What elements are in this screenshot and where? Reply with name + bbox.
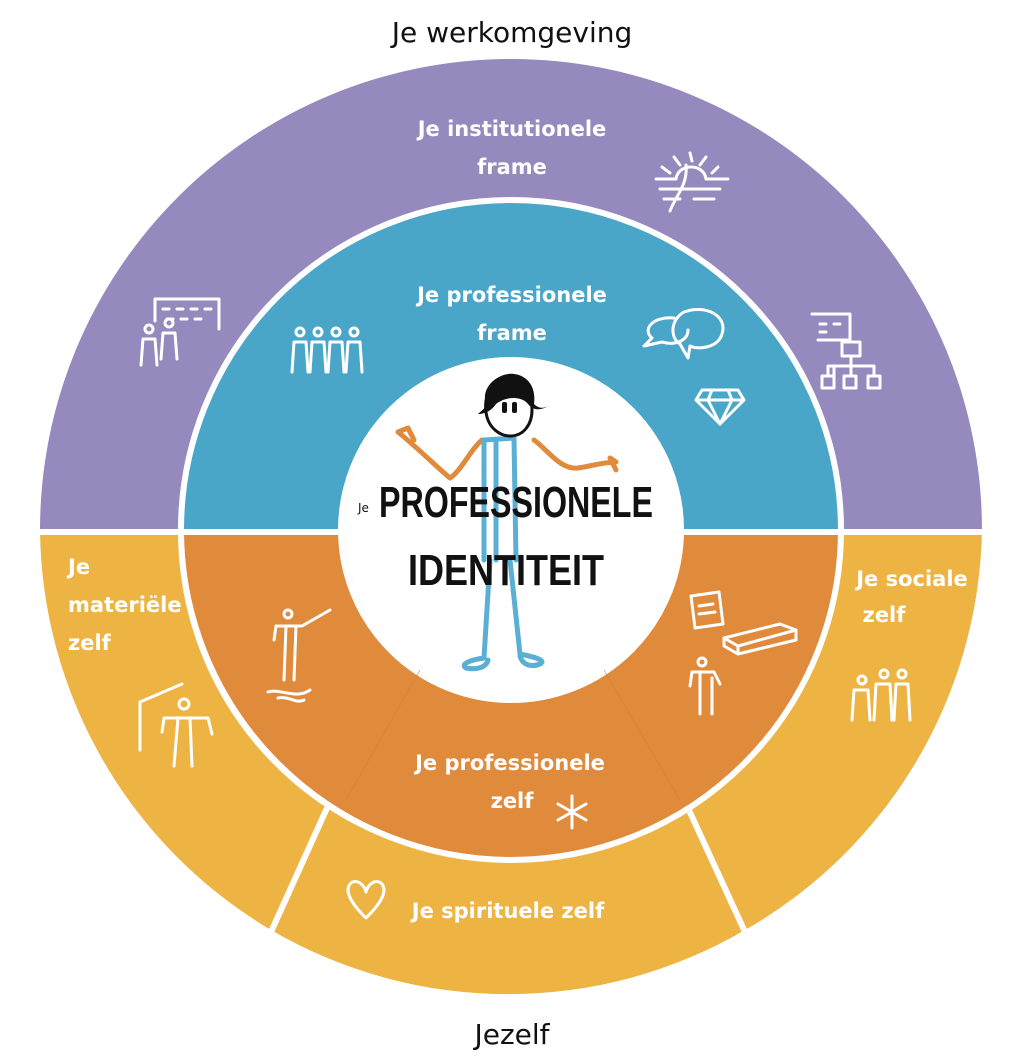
center-title-line2: IDENTITEIT	[408, 546, 604, 595]
label-institutional-frame-line1: Je institutionele	[416, 117, 607, 141]
segment-institutional-frame	[40, 59, 982, 530]
segment-material-self	[40, 530, 327, 930]
label-social-self-line2: zelf	[863, 603, 907, 627]
group-icon	[850, 668, 912, 722]
separators	[36, 197, 986, 934]
label-material-self-line1: Je	[66, 555, 90, 579]
label-spiritual-self: Je spirituele zelf	[410, 899, 605, 923]
audience-icon	[139, 297, 221, 367]
faint-dividers	[345, 669, 681, 801]
label-professional-frame-line2: frame	[477, 321, 547, 345]
center-title-line1: PROFESSIONELE	[379, 478, 653, 527]
top-title: Je werkomgeving	[390, 16, 633, 49]
segment-professional-self	[178, 530, 842, 862]
heart-icon	[346, 880, 386, 920]
outer-ring	[40, 59, 982, 995]
presenter-icon	[266, 608, 332, 703]
label-professional-self-line1: Je professionele	[413, 751, 605, 775]
label-material-self-line3: zelf	[68, 631, 112, 655]
org-chart-icon	[810, 312, 882, 390]
reader-icon	[688, 656, 722, 716]
team-icon	[290, 326, 364, 374]
person-icon	[395, 373, 619, 672]
diamond-icon	[694, 388, 746, 426]
label-material-self-line2: materiële	[68, 593, 182, 617]
label-professional-self-line2: zelf	[491, 789, 535, 813]
asterisk-icon	[556, 794, 588, 830]
segment-professional-frame	[178, 198, 842, 530]
segment-social-self	[688, 530, 982, 930]
segment-spiritual-self	[271, 808, 745, 995]
book-icon	[722, 622, 798, 656]
center-circle	[344, 363, 678, 697]
inner-ring	[178, 198, 842, 862]
bottom-title: Jezelf	[472, 1018, 550, 1051]
center-title-prefix: Je	[357, 501, 369, 515]
sunrise-icon	[654, 151, 730, 213]
notepad-icon	[689, 590, 725, 630]
label-professional-frame-line1: Je professionele	[415, 283, 607, 307]
label-social-self-line1: Je sociale	[854, 567, 968, 591]
label-institutional-frame-line2: frame	[477, 155, 547, 179]
speech-bubbles-icon	[642, 307, 725, 360]
frame-person-icon	[138, 682, 214, 768]
